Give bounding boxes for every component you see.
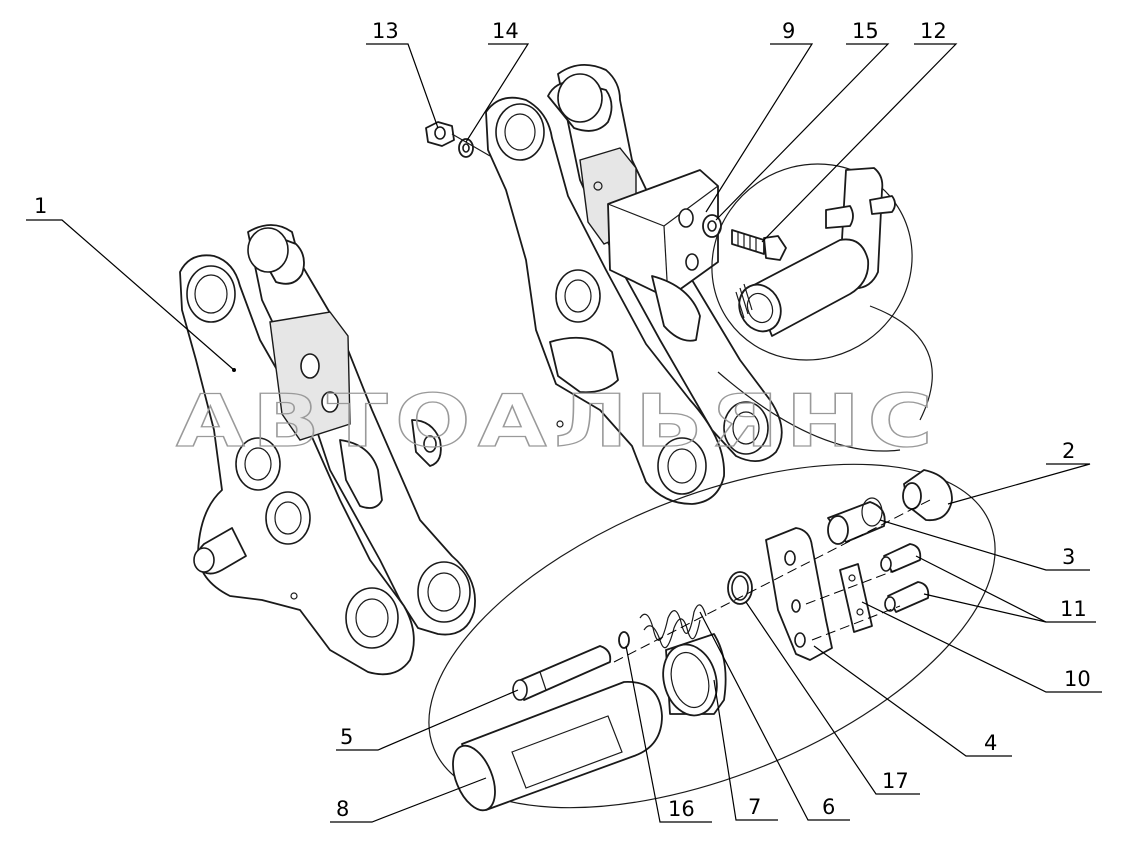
detail-view-exploded bbox=[428, 463, 996, 812]
part-15-washer bbox=[702, 214, 722, 238]
callout-labels: 1 13 14 9 15 12 2 3 11 10 4 17 6 7 16 5 … bbox=[34, 19, 1091, 821]
part-11-bolts bbox=[880, 543, 930, 613]
callout-9: 9 bbox=[782, 19, 795, 43]
callout-12: 12 bbox=[920, 19, 947, 43]
detail-view-assembled bbox=[711, 163, 913, 361]
callout-17: 17 bbox=[882, 769, 909, 793]
callout-14: 14 bbox=[492, 19, 519, 43]
callout-13: 13 bbox=[372, 19, 399, 43]
part-16-ring bbox=[618, 631, 630, 649]
callout-6: 6 bbox=[822, 795, 835, 819]
callout-7: 7 bbox=[748, 795, 761, 819]
part-10-shim bbox=[839, 563, 873, 633]
part-7-bushing bbox=[662, 633, 727, 717]
callout-leaders bbox=[26, 43, 1102, 823]
callout-1: 1 bbox=[34, 194, 47, 218]
callout-11: 11 bbox=[1060, 597, 1087, 621]
part-17-snap-ring bbox=[727, 571, 753, 605]
part-6-spring bbox=[639, 604, 707, 649]
part-2-cap bbox=[902, 469, 953, 522]
watermark-text: АВТОАЛЬЯНС bbox=[176, 379, 940, 463]
part-12-bolt bbox=[731, 229, 787, 261]
callout-16: 16 bbox=[668, 797, 695, 821]
part-9-bracket-assembly bbox=[485, 64, 783, 505]
callout-10: 10 bbox=[1064, 667, 1091, 691]
callout-8: 8 bbox=[336, 797, 349, 821]
callout-5: 5 bbox=[340, 725, 353, 749]
part-3-sleeve bbox=[827, 497, 886, 545]
part-1-bracket-assembly bbox=[179, 224, 476, 676]
callout-4: 4 bbox=[984, 731, 997, 755]
part-8-cylinder bbox=[452, 681, 663, 812]
part-4-plate bbox=[765, 527, 833, 661]
callout-2: 2 bbox=[1062, 439, 1075, 463]
part-5-pin bbox=[512, 645, 612, 701]
part-13-nut bbox=[425, 121, 455, 147]
callout-15: 15 bbox=[852, 19, 879, 43]
callout-3: 3 bbox=[1062, 545, 1075, 569]
